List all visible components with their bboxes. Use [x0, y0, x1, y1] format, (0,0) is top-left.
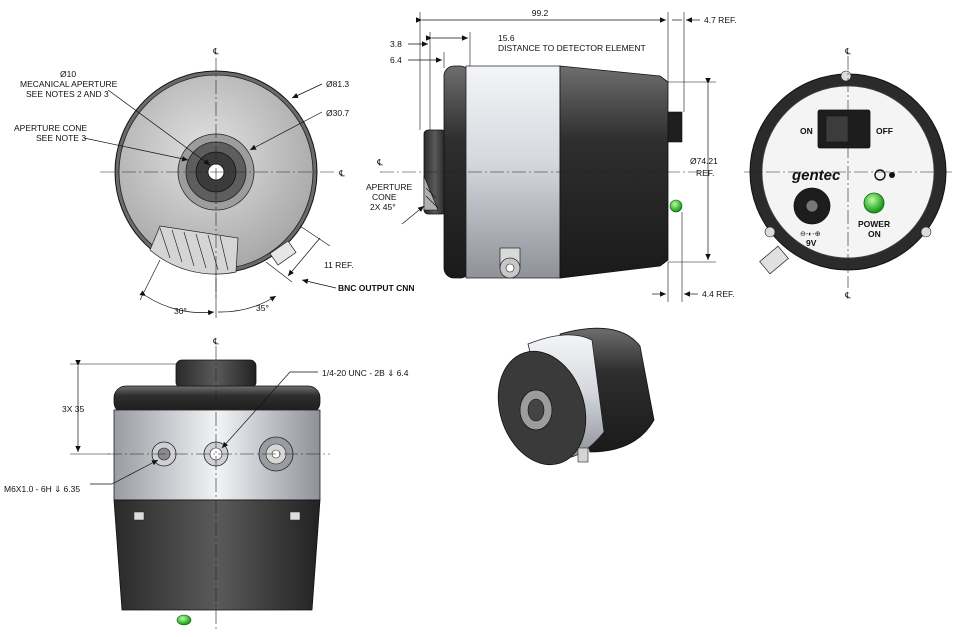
spacing-label: 3X 35 [62, 404, 84, 414]
iso-bnc-connector [577, 447, 589, 463]
centerline-mark-front: ℄ [212, 46, 219, 56]
aperture-dia-label: Ø10 [60, 69, 76, 79]
brand-logo: gentec [791, 167, 841, 184]
centerline-mark-back-top: ℄ [844, 46, 851, 56]
front-cone-line1: APERTURE CONE [14, 123, 87, 133]
dim-15-6-label: 15.6 [498, 33, 515, 43]
isometric-view [497, 327, 655, 466]
side-view: ℄ 99.2 4.7 REF. 3.8 15.6 DISTANCE TO DET… [366, 8, 737, 302]
side-led [669, 199, 683, 213]
dim-3-8-label: 3.8 [390, 39, 402, 49]
tripod-thread-label: 1/4-20 UNC - 2B ⇓ 6.4 [322, 368, 409, 378]
front-bnc-connector [269, 240, 297, 266]
bottom-rear-body [113, 499, 321, 611]
angle-right-label: 35° [256, 303, 269, 313]
inner-dia-label: Ø30.7 [326, 108, 349, 118]
switch-on-label: ON [800, 126, 813, 136]
aperture-line2: SEE NOTES 2 AND 3 [26, 89, 109, 99]
brand-logo-mark [874, 169, 886, 181]
aperture-line1: MECANICAL APERTURE [20, 79, 118, 89]
right-ref-top-label: 4.7 REF. [704, 15, 737, 25]
side-cone-line3: 2X 45° [370, 202, 396, 212]
side-cone-line2: CONE [372, 192, 397, 202]
metric-thread-label: M6X1.0 - 6H ⇓ 6.35 [4, 484, 80, 494]
centerline-mark-back-bottom: ℄ [844, 290, 851, 300]
angle-left-label: 30° [174, 306, 187, 316]
switch-off-label: OFF [876, 126, 893, 136]
back-screw-top [840, 70, 852, 82]
voltage-label: 9V [806, 238, 817, 248]
back-screw-right [920, 226, 932, 238]
back-view: ON OFF gentec ⊖-◐-⊕ 9V POWER ON ℄ ℄ [744, 46, 952, 300]
centerline-mark-front-h: ℄ [338, 168, 345, 178]
back-bnc-connector [759, 245, 789, 275]
bnc-output-label: BNC OUTPUT CNN [338, 283, 415, 293]
polarity-symbol: ⊖-◐-⊕ [800, 231, 821, 238]
side-switch [667, 111, 683, 143]
power-led [863, 192, 885, 214]
overall-length-label: 99.2 [532, 8, 549, 18]
height-ref-label: REF. [696, 168, 714, 178]
front-view: ℄ ℄ Ø10 MECANICAL APERTURE SEE NOTES 2 A… [14, 46, 415, 318]
centerline-mark-bottom: ℄ [212, 336, 219, 346]
centerline-mark-side: ℄ [376, 157, 383, 167]
front-cone-line2: SEE NOTE 3 [36, 133, 86, 143]
detector-distance-label: DISTANCE TO DETECTOR ELEMENT [498, 43, 646, 53]
bottom-view: ℄ 1/4-20 UNC - 2B ⇓ 6.4 3X 35 M6X1.0 - 6… [4, 336, 409, 630]
dim-6-4-label: 6.4 [390, 55, 402, 65]
power-label-line2: ON [868, 229, 881, 239]
height-dia-label: Ø74.21 [690, 156, 718, 166]
bottom-led [176, 614, 192, 626]
power-label-line1: POWER [858, 219, 890, 229]
bnc-cutout-hatch [159, 227, 229, 271]
brand-logo-dot [889, 172, 895, 178]
bnc-ref-label: 11 REF. [324, 260, 354, 270]
back-screw-left [764, 226, 776, 238]
side-cone-line1: APERTURE [366, 182, 412, 192]
outer-dia-label: Ø81.3 [326, 79, 349, 89]
right-ref-bottom-label: 4.4 REF. [702, 289, 735, 299]
